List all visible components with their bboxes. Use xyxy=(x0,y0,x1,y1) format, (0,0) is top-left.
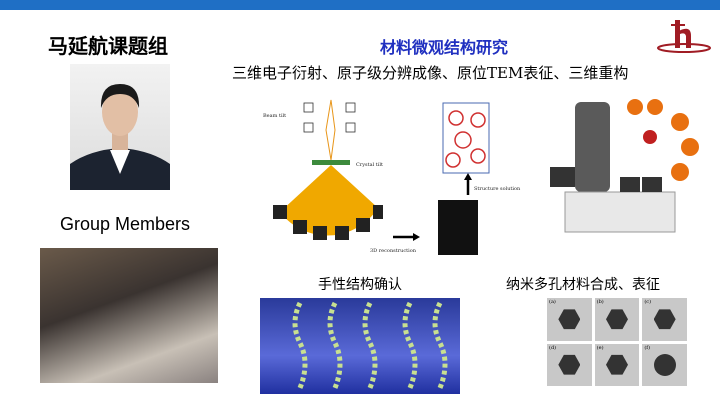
chiral-structure-image xyxy=(260,298,460,394)
tem-panel: (a) xyxy=(547,298,592,341)
group-photo xyxy=(40,248,218,383)
crystal-tilt-label: Crystal tilt xyxy=(356,162,383,168)
research-title: 材料微观结构研究 xyxy=(380,38,509,57)
portrait-photo xyxy=(70,64,170,190)
top-bar xyxy=(0,0,720,10)
3d-ed-diagram: Beam tilt Crystal tilt 3D reconstruction… xyxy=(263,99,521,255)
university-logo xyxy=(657,20,711,53)
tem-panel: (e) xyxy=(594,343,640,386)
chiral-structure-label: 手性结构确认 xyxy=(318,277,402,293)
tem-panel: (c) xyxy=(642,298,687,341)
structure-solution-label: Structure solution xyxy=(474,186,521,192)
beam-tilt-label: Beam tilt xyxy=(263,113,286,119)
tem-panel: (d) xyxy=(547,343,592,386)
nanoporous-tem-grid: (a) (b) (c) (d) (e) (f) xyxy=(547,298,687,386)
group-title: 马延航课题组 xyxy=(48,34,168,58)
tem-panel: (b) xyxy=(594,298,640,341)
group-members-label: Group Members xyxy=(60,214,191,234)
tem-panel: (f) xyxy=(642,343,687,386)
tem-instrument-image xyxy=(550,99,699,233)
research-subtitle: 三维电子衍射、原子级分辨成像、原位TEM表征、三维重构 xyxy=(232,64,629,82)
nanoporous-label: 纳米多孔材料合成、表征 xyxy=(506,277,660,293)
reconstruction-label: 3D reconstruction xyxy=(370,248,417,254)
